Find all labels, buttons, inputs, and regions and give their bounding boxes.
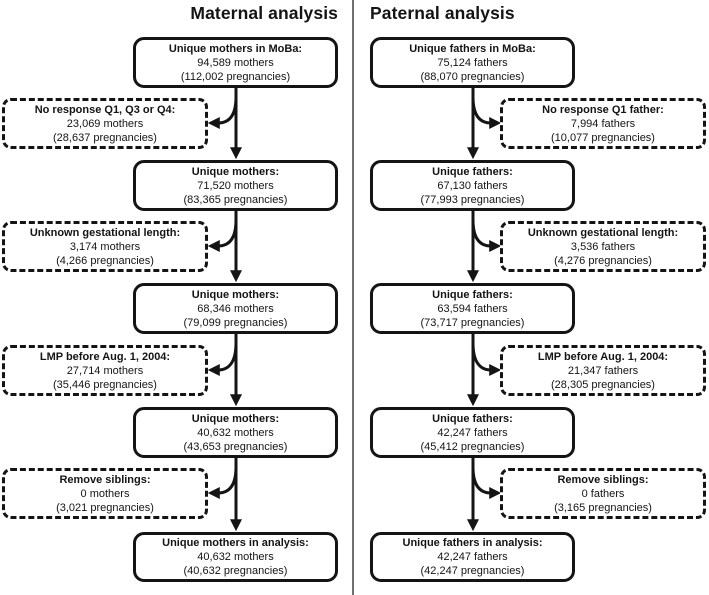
box-pregnancies: (4,266 pregnancies): [56, 254, 154, 267]
paternal-exclusion-arrow-1: [471, 96, 502, 129]
box-title: Unique fathers in analysis:: [402, 537, 543, 549]
box-title: Unique fathers:: [432, 165, 513, 178]
box-count: 42,247 fathers: [437, 551, 508, 563]
box-pregnancies: (28,637 pregnancies): [53, 131, 157, 144]
box-count: 40,632 mothers: [197, 551, 274, 563]
box-title: Remove siblings:: [557, 473, 649, 486]
paternal-exclusion-box-4: Remove siblings: 0 fathers (3,165 pregna…: [500, 468, 706, 519]
box-count: 7,994 fathers: [570, 117, 636, 130]
box-count: 3,174 mothers: [69, 240, 141, 253]
maternal-exclusion-arrow-2: [207, 219, 238, 252]
paternal-final-box: Unique fathers in analysis: 42,247 fathe…: [370, 532, 575, 582]
box-count: 75,124 fathers: [437, 56, 508, 69]
box-pregnancies: (88,070 pregnancies): [420, 70, 525, 83]
box-pregnancies: (77,993 pregnancies): [420, 193, 525, 206]
box-title: Unique mothers in analysis:: [162, 537, 309, 549]
paternal-exclusion-box-3: LMP before Aug. 1, 2004: 21,347 fathers …: [500, 345, 706, 396]
paternal-exclusion-box-2: Unknown gestational length: 3,536 father…: [500, 221, 706, 272]
box-title: No response Q1 father:: [542, 103, 664, 116]
box-title: Unique mothers:: [191, 165, 280, 178]
paternal-exclusion-arrow-2: [471, 219, 502, 252]
maternal-exclusion-box-2: Unknown gestational length: 3,174 mother…: [2, 221, 208, 272]
maternal-main-box-2: Unique mothers: 71,520 mothers (83,365 p…: [133, 160, 338, 211]
box-title: Unique mothers in MoBa:: [168, 42, 303, 55]
box-count: 42,247 fathers: [437, 426, 508, 439]
box-pregnancies: (79,099 pregnancies): [183, 316, 288, 329]
box-title: Unknown gestational length:: [29, 226, 181, 239]
box-pregnancies: (73,717 pregnancies): [420, 316, 525, 329]
box-title: Unique mothers:: [191, 288, 280, 301]
box-title: Unique mothers:: [191, 412, 280, 425]
maternal-final-box: Unique mothers in analysis: 40,632 mothe…: [133, 532, 338, 582]
maternal-main-box-1: Unique mothers in MoBa: 94,589 mothers (…: [133, 37, 338, 88]
maternal-main-box-4: Unique mothers: 40,632 mothers (43,653 p…: [133, 407, 338, 458]
paternal-main-box-2: Unique fathers: 67,130 fathers (77,993 p…: [370, 160, 575, 211]
box-title: Unique fathers:: [432, 288, 513, 301]
box-pregnancies: (4,276 pregnancies): [554, 254, 652, 267]
paternal-exclusion-arrow-4: [471, 466, 502, 499]
paternal-main-box-4: Unique fathers: 42,247 fathers (45,412 p…: [370, 407, 575, 458]
column-divider: [352, 0, 354, 595]
maternal-exclusion-box-1: No response Q1, Q3 or Q4: 23,069 mothers…: [2, 98, 208, 149]
box-count: 21,347 fathers: [567, 364, 639, 377]
box-pregnancies: (35,446 pregnancies): [53, 378, 157, 391]
maternal-exclusion-box-3: LMP before Aug. 1, 2004: 27,714 mothers …: [2, 345, 208, 396]
paternal-main-box-1: Unique fathers in MoBa: 75,124 fathers (…: [370, 37, 575, 88]
box-count: 23,069 mothers: [66, 117, 144, 130]
box-count: 0 fathers: [581, 487, 625, 500]
box-pregnancies: (42,247 pregnancies): [420, 565, 525, 577]
box-count: 67,130 fathers: [437, 179, 508, 192]
maternal-main-box-3: Unique mothers: 68,346 mothers (79,099 p…: [133, 283, 338, 334]
box-title: Remove siblings:: [59, 473, 151, 486]
box-title: Unique fathers:: [432, 412, 513, 425]
box-title: LMP before Aug. 1, 2004:: [39, 350, 171, 363]
maternal-exclusion-arrow-1: [207, 96, 238, 129]
box-title: No response Q1, Q3 or Q4:: [34, 103, 176, 116]
maternal-exclusion-box-4: Remove siblings: 0 mothers (3,021 pregna…: [2, 468, 208, 519]
box-title: LMP before Aug. 1, 2004:: [537, 350, 669, 363]
maternal-exclusion-arrow-4: [207, 466, 238, 499]
box-title: Unique fathers in MoBa:: [409, 42, 536, 55]
box-count: 27,714 mothers: [66, 364, 144, 377]
box-title: Unknown gestational length:: [527, 226, 679, 239]
box-pregnancies: (3,165 pregnancies): [554, 501, 652, 514]
box-pregnancies: (3,021 pregnancies): [56, 501, 154, 514]
box-pregnancies: (83,365 pregnancies): [183, 193, 288, 206]
box-count: 94,589 mothers: [197, 56, 274, 69]
paternal-exclusion-box-1: No response Q1 father: 7,994 fathers (10…: [500, 98, 706, 149]
box-pregnancies: (45,412 pregnancies): [420, 440, 525, 453]
box-count: 3,536 fathers: [570, 240, 636, 253]
paternal-column-title: Paternal analysis: [370, 3, 515, 23]
box-count: 63,594 fathers: [437, 302, 508, 315]
box-pregnancies: (28,305 pregnancies): [551, 378, 655, 391]
box-pregnancies: (43,653 pregnancies): [183, 440, 288, 453]
box-count: 0 mothers: [80, 487, 130, 500]
maternal-column-title: Maternal analysis: [190, 3, 338, 23]
box-pregnancies: (112,002 pregnancies): [180, 70, 291, 83]
box-pregnancies: (40,632 pregnancies): [183, 565, 288, 577]
paternal-exclusion-arrow-3: [471, 342, 502, 376]
paternal-main-box-3: Unique fathers: 63,594 fathers (73,717 p…: [370, 283, 575, 334]
box-count: 71,520 mothers: [197, 179, 274, 192]
box-pregnancies: (10,077 pregnancies): [551, 131, 655, 144]
box-count: 40,632 mothers: [197, 426, 274, 439]
box-count: 68,346 mothers: [197, 302, 274, 315]
maternal-exclusion-arrow-3: [207, 342, 238, 376]
